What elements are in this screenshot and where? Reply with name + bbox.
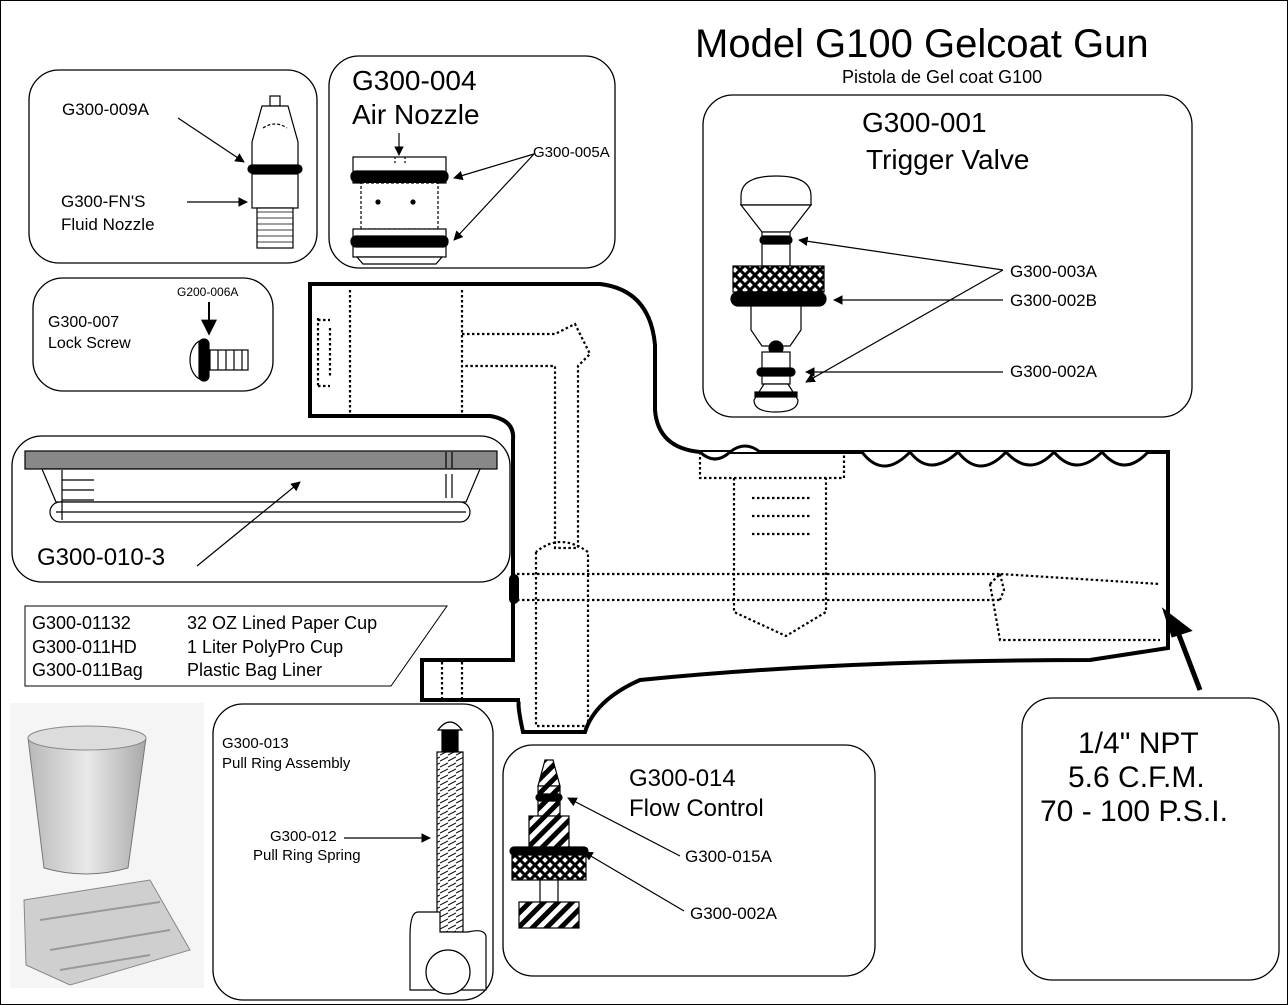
lock-screw-oring-label: G200-006A bbox=[177, 285, 239, 299]
gun-fluid-cap bbox=[698, 444, 761, 461]
gun-oring-side bbox=[509, 574, 519, 604]
flow-control-name-label: Flow Control bbox=[629, 795, 764, 822]
air-nozzle-drawing bbox=[350, 156, 449, 265]
air-nozzle-box bbox=[328, 55, 616, 269]
pull-ring-drawing bbox=[409, 721, 487, 995]
flow-control-label-1: G300-015A bbox=[685, 847, 772, 866]
cup-3-desc: Plastic Bag Liner bbox=[187, 660, 323, 680]
air-nozzle-name-label: Air Nozzle bbox=[352, 99, 480, 130]
air-spec-psi: 70 - 100 P.S.I. bbox=[1040, 795, 1228, 828]
trigger-valve-label-3: G300-002A bbox=[1010, 362, 1097, 381]
air-nozzle-part-label: G300-004 bbox=[352, 65, 477, 96]
flow-control-label-2: G300-002A bbox=[690, 904, 777, 923]
cup-2-desc: 1 Liter PolyPro Cup bbox=[187, 637, 344, 657]
plastic-cup-and-bag-photo bbox=[10, 703, 204, 988]
air-spec-fitting: 1/4" NPT bbox=[1078, 727, 1199, 760]
trigger-valve-label-1: G300-003A bbox=[1010, 262, 1097, 281]
cup-1-part: G300-01132 bbox=[32, 613, 131, 633]
lock-screw-drawing bbox=[189, 338, 249, 382]
trigger-valve-name-label: Trigger Valve bbox=[866, 144, 1030, 175]
pull-ring-assembly-name: Pull Ring Assembly bbox=[222, 755, 351, 772]
air-nozzle-oring-label: G300-005A bbox=[533, 144, 610, 161]
fluid-nozzle-oring-label: G300-009A bbox=[62, 100, 149, 119]
lock-screw-name-label: Lock Screw bbox=[48, 335, 131, 352]
gun-internals bbox=[316, 290, 1161, 728]
cup-lid-box bbox=[11, 435, 511, 583]
flow-control-drawing bbox=[509, 759, 589, 929]
cup-1-desc: 32 OZ Lined Paper Cup bbox=[187, 613, 378, 633]
cup-list-box bbox=[24, 605, 448, 687]
trigger-valve-drawing bbox=[730, 175, 827, 413]
flow-control-box bbox=[502, 744, 876, 977]
trigger-valve-box bbox=[702, 94, 1193, 418]
lock-screw-part-label: G300-007 bbox=[48, 314, 120, 331]
fluid-nozzle-box bbox=[28, 69, 318, 264]
gun-body-outline bbox=[308, 282, 1170, 734]
pull-ring-box bbox=[212, 703, 494, 1001]
cup-lid-drawing bbox=[24, 450, 498, 523]
fluid-nozzle-drawing bbox=[247, 95, 303, 249]
air-spec-box bbox=[1021, 697, 1280, 981]
pull-ring-spring-part: G300-012 bbox=[270, 828, 337, 845]
fluid-nozzle-part-label: G300-FN'S bbox=[61, 192, 146, 211]
pull-ring-spring-name: Pull Ring Spring bbox=[253, 847, 361, 864]
trigger-valve-part-label: G300-001 bbox=[862, 107, 987, 138]
air-spec-cfm: 5.6 C.F.M. bbox=[1068, 761, 1205, 794]
lock-screw-box bbox=[32, 277, 274, 392]
page-subtitle: Pistola de Gel coat G100 bbox=[842, 67, 1043, 87]
cup-3-part: G300-011Bag bbox=[32, 660, 143, 680]
cup-2-part: G300-011HD bbox=[32, 637, 137, 657]
fluid-nozzle-name-label: Fluid Nozzle bbox=[61, 215, 155, 234]
trigger-valve-label-2: G300-002B bbox=[1010, 291, 1097, 310]
flow-control-part-label: G300-014 bbox=[629, 765, 736, 792]
page-title: Model G100 Gelcoat Gun bbox=[695, 22, 1149, 66]
pull-ring-assembly-part: G300-013 bbox=[222, 735, 289, 752]
cup-lid-part-label: G300-010-3 bbox=[37, 544, 166, 571]
